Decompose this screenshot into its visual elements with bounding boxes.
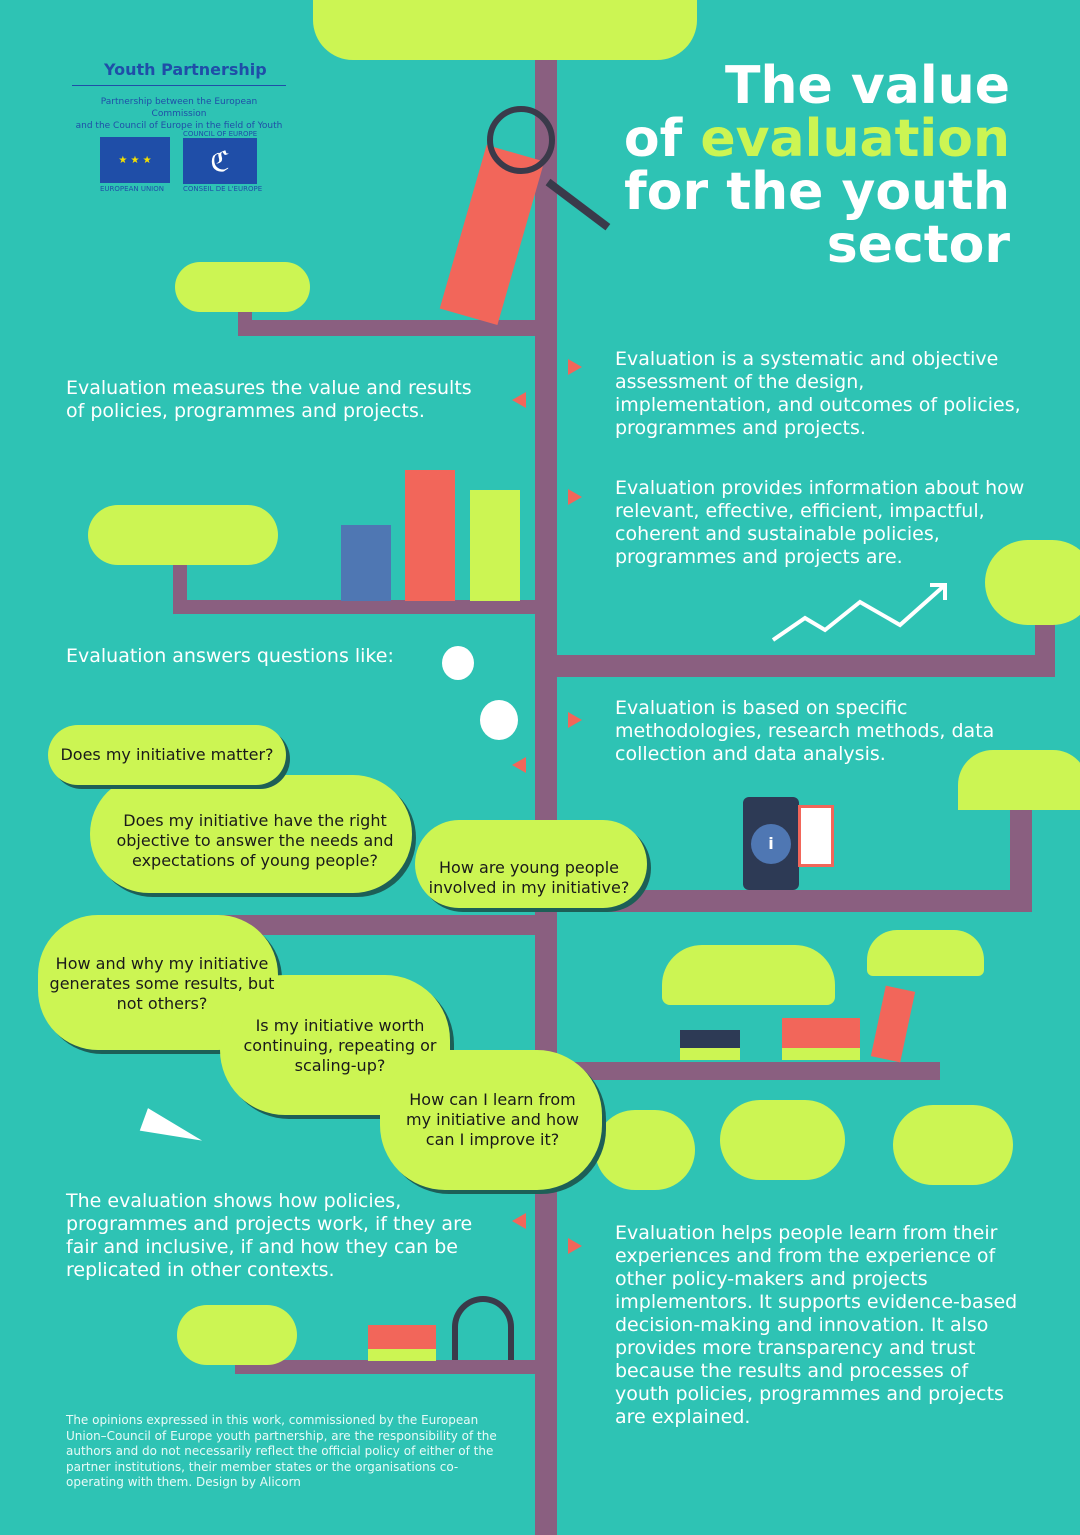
statement-questions-intro: Evaluation answers questions like: [66, 645, 394, 667]
lightbulb-icon [442, 646, 474, 680]
pointer-arrow-icon [512, 757, 526, 773]
statement-information: Evaluation provides information about ho… [615, 477, 1025, 568]
pointer-arrow-icon [568, 359, 582, 375]
coe-caption-top: COUNCIL OF EUROPE [183, 130, 258, 138]
logo-subtitle-line: Partnership between the European Commiss… [100, 97, 258, 119]
books-icon [870, 985, 916, 1063]
title-line: sector [826, 215, 1010, 275]
statement-learn: Evaluation helps people learn from their… [615, 1222, 1018, 1428]
cloud [595, 1110, 695, 1190]
question-cloud [380, 1050, 602, 1190]
magnifier-icon [487, 106, 555, 174]
logo-divider [72, 85, 286, 86]
cloud [958, 750, 1080, 810]
cloud [720, 1100, 845, 1180]
bar-green [470, 490, 520, 601]
headphones-icon [452, 1296, 514, 1360]
bar-red [405, 470, 455, 601]
cloud [175, 262, 310, 312]
page-title: The value of evaluation for the youth se… [624, 60, 1010, 272]
paper-plane-icon [139, 1108, 207, 1152]
shelf-branch [173, 600, 538, 614]
logo-title: Youth Partnership [104, 60, 267, 79]
cloud [867, 930, 984, 976]
logo-subtitle-line: and the Council of Europe in the field o… [75, 121, 283, 131]
statement-systematic: Evaluation is a systematic and objective… [615, 348, 1021, 439]
books-icon [368, 1325, 436, 1361]
cloud-top [313, 0, 697, 60]
question-3: How are young people involved in my init… [428, 858, 630, 897]
statement-shows: The evaluation shows how policies, progr… [66, 1190, 473, 1281]
question-6: How can I learn from my initiative and h… [405, 1090, 579, 1149]
title-line: The value [725, 56, 1010, 116]
tree-trunk [535, 55, 557, 1535]
pointer-arrow-icon [512, 1213, 526, 1229]
disclaimer: The opinions expressed in this work, com… [66, 1413, 497, 1489]
coe-flag-icon: ℭ [183, 138, 257, 184]
eu-caption: EUROPEAN UNION [100, 185, 164, 193]
title-line: for the youth [624, 162, 1010, 222]
cloud [662, 945, 835, 1005]
branch [175, 915, 537, 935]
cloud [893, 1105, 1013, 1185]
branch [1010, 800, 1032, 912]
cloud [985, 540, 1080, 625]
cloud [88, 505, 278, 565]
document-icon [798, 805, 834, 867]
branch [1035, 610, 1055, 677]
trend-arrow-icon [771, 583, 947, 642]
pointer-arrow-icon [568, 712, 582, 728]
tablet-info-icon: i [743, 797, 799, 890]
question-cloud [48, 725, 286, 785]
branch [555, 655, 1055, 677]
branch [173, 560, 187, 614]
eu-flag-icon: ★ ★ ★ [100, 137, 170, 183]
title-text: of [623, 109, 701, 169]
question-cloud [415, 820, 647, 908]
branch [238, 320, 538, 336]
pointer-arrow-icon [512, 392, 526, 408]
title-line: of evaluation [624, 113, 1010, 166]
books-icon [782, 1018, 860, 1060]
coe-caption-bottom: CONSEIL DE L'EUROPE [183, 185, 263, 193]
question-2: Does my initiative have the right object… [116, 811, 394, 870]
bar-blue [341, 525, 391, 601]
question-cloud [90, 775, 412, 893]
cloud [177, 1305, 297, 1365]
title-highlight: evaluation [700, 109, 1010, 169]
statement-measures: Evaluation measures the value and result… [66, 377, 472, 422]
books-icon [680, 1030, 740, 1060]
pointer-arrow-icon [568, 1238, 582, 1254]
lightbulb-icon [480, 700, 518, 740]
question-5: Is my initiative worth continuing, repea… [243, 1016, 437, 1075]
branch [555, 1062, 940, 1080]
statement-methodologies: Evaluation is based on specific methodol… [615, 697, 995, 765]
question-1: Does my initiative matter? [60, 745, 274, 764]
question-4: How and why my initiative generates some… [49, 954, 275, 1013]
pointer-arrow-icon [568, 489, 582, 505]
branch [555, 890, 1032, 912]
logo-subtitle: Partnership between the European Commiss… [72, 96, 286, 132]
shelf-branch [235, 1360, 537, 1374]
